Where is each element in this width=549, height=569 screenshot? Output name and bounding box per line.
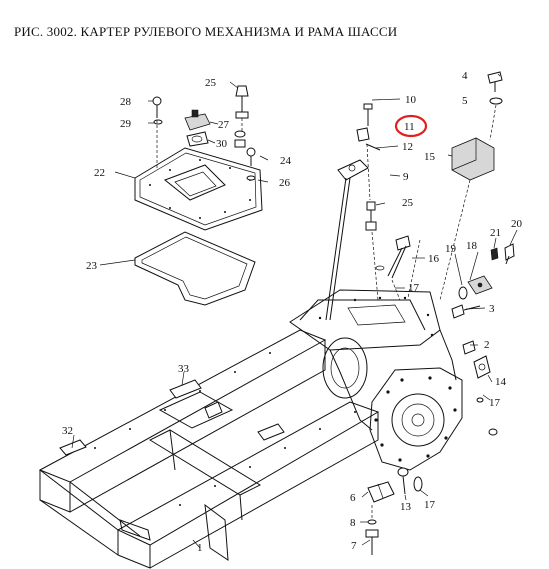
callout-24: 24 bbox=[280, 155, 292, 167]
callout-22: 22 bbox=[94, 167, 105, 179]
callout-10: 10 bbox=[405, 94, 417, 106]
callout-25-top: 25 bbox=[205, 77, 217, 89]
callout-3: 3 bbox=[489, 303, 495, 315]
leader-lines bbox=[71, 73, 518, 549]
callout-2: 2 bbox=[484, 339, 490, 351]
callout-6: 6 bbox=[350, 492, 356, 504]
callout-7: 7 bbox=[351, 540, 357, 552]
callout-17-lower: 17 bbox=[424, 499, 436, 511]
callout-4: 4 bbox=[462, 70, 468, 82]
callout-28: 28 bbox=[120, 96, 132, 108]
callout-15: 15 bbox=[424, 151, 436, 163]
callout-16: 16 bbox=[428, 253, 440, 265]
callout-21: 21 bbox=[490, 227, 501, 239]
callout-18: 18 bbox=[466, 240, 478, 252]
callout-29: 29 bbox=[120, 118, 132, 130]
callout-27: 27 bbox=[218, 119, 230, 131]
cover-plate-22 bbox=[134, 147, 263, 231]
callout-17-upper: 17 bbox=[408, 282, 420, 294]
figure-title: РИС. 3002. КАРТЕР РУЛЕВОГО МЕХАНИЗМА И Р… bbox=[14, 24, 398, 39]
callout-8: 8 bbox=[350, 517, 356, 529]
callout-13: 13 bbox=[400, 501, 412, 513]
callout-33: 33 bbox=[178, 363, 190, 375]
chassis-frame bbox=[38, 329, 380, 569]
callout-20: 20 bbox=[511, 218, 523, 230]
small-parts-left bbox=[152, 85, 256, 181]
small-parts-right bbox=[365, 71, 515, 555]
callout-23: 23 bbox=[86, 260, 98, 272]
plate-33 bbox=[169, 379, 202, 399]
callout-14: 14 bbox=[495, 376, 507, 388]
callout-30: 30 bbox=[216, 138, 228, 150]
callout-19: 19 bbox=[445, 243, 457, 255]
plate-32 bbox=[59, 439, 87, 456]
steering-parts-center bbox=[325, 103, 421, 321]
callout-32: 32 bbox=[62, 425, 73, 437]
callout-12: 12 bbox=[402, 141, 413, 153]
callout-25-center: 25 bbox=[402, 197, 414, 209]
steering-gear-housing bbox=[289, 289, 463, 471]
callout-labels: 1 2 3 4 5 6 7 8 9 10 11 12 13 14 15 16 1… bbox=[62, 70, 523, 554]
callout-9: 9 bbox=[403, 171, 409, 183]
callout-5: 5 bbox=[462, 95, 468, 107]
gasket-23 bbox=[134, 231, 256, 306]
callout-11: 11 bbox=[404, 121, 415, 133]
callout-17-right: 17 bbox=[489, 397, 501, 409]
callout-1: 1 bbox=[197, 542, 203, 554]
callout-26: 26 bbox=[279, 177, 291, 189]
highlight-ellipse bbox=[394, 114, 428, 138]
